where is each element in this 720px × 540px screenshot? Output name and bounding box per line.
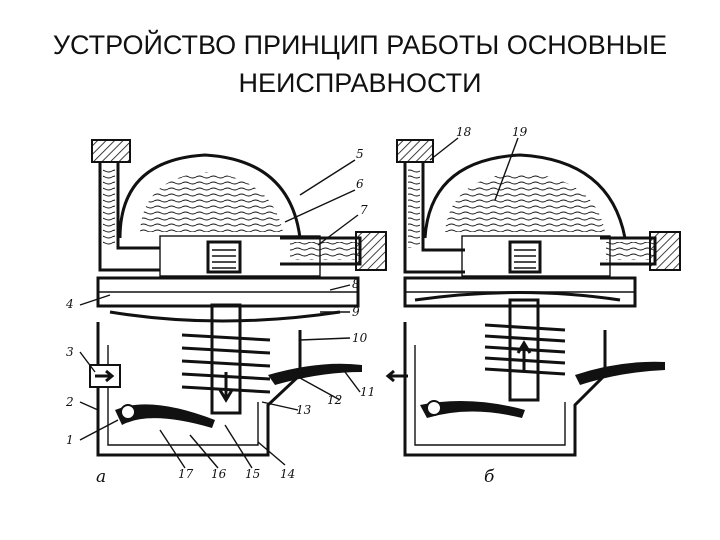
pump-left <box>89 139 387 457</box>
caption-left: а <box>96 467 106 487</box>
fuel-chamber-left <box>140 172 283 232</box>
inlet-pipe-left <box>98 162 160 272</box>
label-8: 8 <box>352 277 360 291</box>
arrow-up-right <box>516 340 532 372</box>
pump-right <box>385 139 681 457</box>
slide-title: УСТРОЙСТВО ПРИНЦИП РАБОТЫ ОСНОВНЫЕ НЕИСП… <box>0 26 720 102</box>
arrow-left-right <box>385 369 408 383</box>
label-19: 19 <box>512 125 528 139</box>
diaphragm-left <box>109 310 341 323</box>
part-labels: 5 6 7 8 9 10 11 12 13 4 3 2 1 14 15 16 1… <box>65 125 528 481</box>
label-18: 18 <box>456 125 472 139</box>
arrow-down-left <box>218 372 234 403</box>
lever-left <box>115 404 215 428</box>
outlet-nut-right <box>649 231 681 271</box>
spring-left <box>181 333 271 394</box>
diaphragm-right <box>414 291 621 302</box>
inlet-pipe-right <box>403 162 465 274</box>
label-16: 16 <box>211 467 227 481</box>
outlet-valve-right <box>508 240 542 274</box>
label-10: 10 <box>352 331 368 345</box>
hand-lever-right <box>575 361 665 385</box>
label-13: 13 <box>296 403 312 417</box>
label-15: 15 <box>245 467 260 481</box>
lever-right <box>420 401 525 418</box>
slide-title-line-2: НЕИСПРАВНОСТИ <box>238 68 482 98</box>
dome-cover-left <box>118 153 302 239</box>
fuel-chamber-right <box>445 172 605 232</box>
label-9: 9 <box>352 305 360 319</box>
label-3: 3 <box>66 345 74 359</box>
leader-lines <box>79 137 519 469</box>
label-12: 12 <box>327 393 342 407</box>
dome-cover-right <box>423 153 627 239</box>
label-1: 1 <box>66 433 74 447</box>
inlet-valve-left <box>206 240 242 274</box>
label-14: 14 <box>280 467 295 481</box>
inlet-nut-right <box>396 139 434 163</box>
label-2: 2 <box>65 395 74 409</box>
lower-housing-right <box>403 322 607 457</box>
label-7: 7 <box>360 203 368 217</box>
label-5: 5 <box>356 147 364 161</box>
inlet-nut-left <box>91 139 131 163</box>
label-17: 17 <box>178 467 194 481</box>
label-6: 6 <box>356 177 364 191</box>
outlet-nut-left <box>355 231 387 271</box>
pull-rod-left <box>210 303 242 415</box>
label-11: 11 <box>360 385 375 399</box>
label-4: 4 <box>65 297 74 311</box>
slide-title-line-1: УСТРОЙСТВО ПРИНЦИП РАБОТЫ ОСНОВНЫЕ <box>52 30 668 60</box>
hand-lever-left <box>268 363 362 385</box>
caption-right: б <box>484 467 495 487</box>
